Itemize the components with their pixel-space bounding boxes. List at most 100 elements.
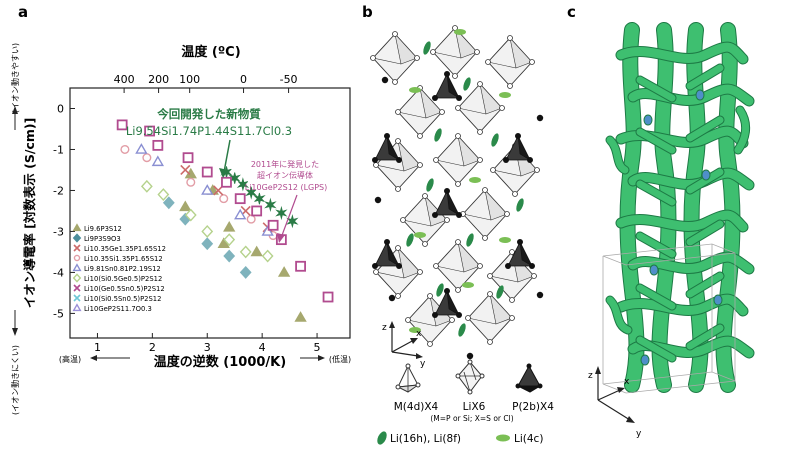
p-atom: [466, 352, 474, 360]
axis-y-c: y: [636, 429, 642, 439]
channel-opening: [701, 169, 711, 181]
p-atom: [374, 196, 382, 204]
li-16h-site: [466, 233, 474, 247]
data-point: [228, 172, 241, 184]
x-tick-label: 3: [204, 341, 211, 354]
annotation-old-arrow-head: [277, 233, 285, 243]
px4-tetrahedron: [503, 133, 533, 163]
data-point: [179, 200, 192, 212]
li-4c-site: [409, 87, 421, 93]
data-point: [201, 225, 214, 238]
y-tick-label: 0: [57, 102, 64, 115]
p-atom: [388, 294, 396, 302]
data-point: [322, 291, 334, 303]
diffusion-channel: [635, 283, 677, 311]
li-4c-site: [414, 232, 426, 238]
panel-label-b: b: [362, 3, 373, 21]
diffusion-channel: [627, 83, 755, 107]
data-point: [250, 245, 263, 257]
li-16h-site: [423, 41, 431, 55]
li-4c-site: [454, 29, 466, 35]
data-point: [234, 208, 247, 220]
legend-mx4-label: M(4d)X4: [394, 401, 439, 413]
data-point: [223, 220, 236, 232]
axis-z-c: z: [588, 371, 593, 381]
diffusion-channel: [635, 335, 677, 363]
data-point: [144, 125, 156, 137]
diffusion-channel: [615, 293, 749, 317]
li-4c-label: Li(4c): [514, 433, 543, 445]
p-atom: [536, 291, 544, 299]
lix6-octahedron: [400, 193, 450, 247]
annotation-old-arrow-line: [280, 194, 298, 239]
legend-entry: Li10.35Si1.35P1.65S12: [84, 255, 163, 263]
diffusion-channel: [635, 127, 677, 155]
diffusion-channel: [615, 209, 749, 233]
li-16h-site: [458, 323, 466, 337]
legend-marker: [73, 244, 81, 252]
px4-tetrahedron: [432, 188, 462, 218]
x-axis-left-label: (高温): [59, 354, 81, 364]
polyhedra-legend: M(4d)X4 LiX6 P(2b)X4 (M=P or Si; X=S or …: [377, 359, 554, 445]
diffusion-channel: [605, 295, 633, 335]
plot-frame: [69, 87, 351, 339]
diffusion-channel: [685, 115, 725, 143]
top-tick-label: 100: [179, 73, 200, 86]
channel-opening: [640, 354, 650, 366]
panel-label-c: c: [567, 3, 576, 21]
lix6-octahedron: [370, 31, 420, 85]
p-atom: [536, 114, 544, 122]
axis-x-c: x: [624, 377, 630, 387]
channel-opening: [713, 294, 723, 306]
data-point: [116, 119, 128, 131]
legend-marker: [73, 294, 81, 302]
data-point: [295, 260, 306, 272]
li-16h-site: [491, 133, 499, 147]
diffusion-channel: [685, 63, 725, 91]
x-right-arrow-head: [318, 355, 325, 361]
x-tick-label: 5: [314, 341, 321, 354]
data-point: [217, 237, 230, 249]
y-tick-label: -2: [53, 184, 64, 197]
data-point: [186, 177, 196, 187]
legend-marker: [73, 284, 81, 292]
mx4-tetrahedron-icon: [395, 363, 421, 393]
y-down-arrow-head: [12, 328, 18, 336]
diffusion-channel: [635, 75, 677, 103]
y-tick-label: -1: [53, 143, 64, 156]
annotation-new-formula: Li9.54Si1.74P1.44S11.7Cl0.3: [126, 124, 292, 138]
data-point: [162, 196, 175, 210]
top-axis-title: 温度 (ºC): [181, 44, 240, 60]
data-point: [277, 266, 291, 277]
legend-entry: Li10GeP2S11.7O0.3: [84, 305, 152, 313]
diffusion-channel: [685, 219, 725, 247]
legend-entry: Li10(Si0.5Ge0.5)P2S12: [84, 275, 162, 283]
chart-legend: Li9.6P3S12Li9P3S9O3Li10.35Ge1.35P1.65S12…: [72, 223, 166, 313]
p-atom: [381, 76, 389, 84]
li-16h-site: [516, 198, 524, 212]
axis-x-b: x: [416, 329, 422, 339]
data-point: [267, 219, 279, 231]
lix6-octahedron: [455, 81, 505, 135]
x-tick-label: 2: [149, 341, 156, 354]
lix6-octahedron: [373, 138, 423, 192]
px4-tetrahedron: [432, 288, 462, 318]
li-diffusion-network: [605, 22, 755, 393]
li-4c-site: [462, 282, 474, 288]
diffusion-channel: [685, 167, 725, 195]
channel-opening: [695, 89, 705, 101]
data-point: [251, 205, 263, 217]
y-tick-label: -3: [53, 225, 64, 238]
lix6-octahedron: [485, 35, 535, 89]
top-tick-label: 200: [148, 73, 169, 86]
data-point: [223, 233, 236, 247]
li-4c-site: [409, 327, 421, 333]
li-16h-8f-label: Li(16h), Li(8f): [390, 433, 461, 445]
data-point: [201, 184, 214, 195]
legend-marker: [72, 273, 82, 283]
crystal-structure: [370, 25, 544, 360]
